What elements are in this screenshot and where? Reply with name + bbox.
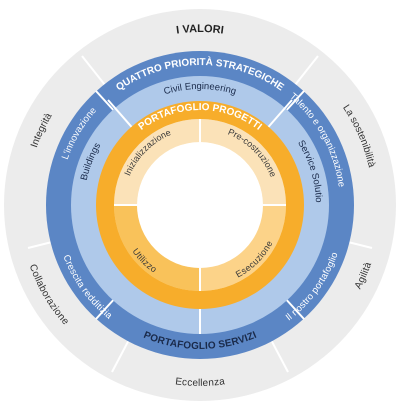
- phase-execution: [200, 205, 286, 291]
- values-title: I VALORI: [176, 23, 225, 37]
- value-excellence: Eccellenza: [175, 376, 226, 389]
- phase-initialization: [114, 119, 200, 205]
- service-civil-engineering: Civil Engineering: [163, 81, 238, 97]
- center-hole: [137, 142, 263, 268]
- svg-text:I VALORI: I VALORI: [176, 23, 225, 37]
- phase-preconstruction: [200, 119, 286, 205]
- phase-separators: [114, 119, 286, 291]
- svg-text:Eccellenza: Eccellenza: [175, 376, 226, 389]
- svg-text:Civil Engineering: Civil Engineering: [163, 81, 238, 97]
- phase-use: [114, 205, 200, 291]
